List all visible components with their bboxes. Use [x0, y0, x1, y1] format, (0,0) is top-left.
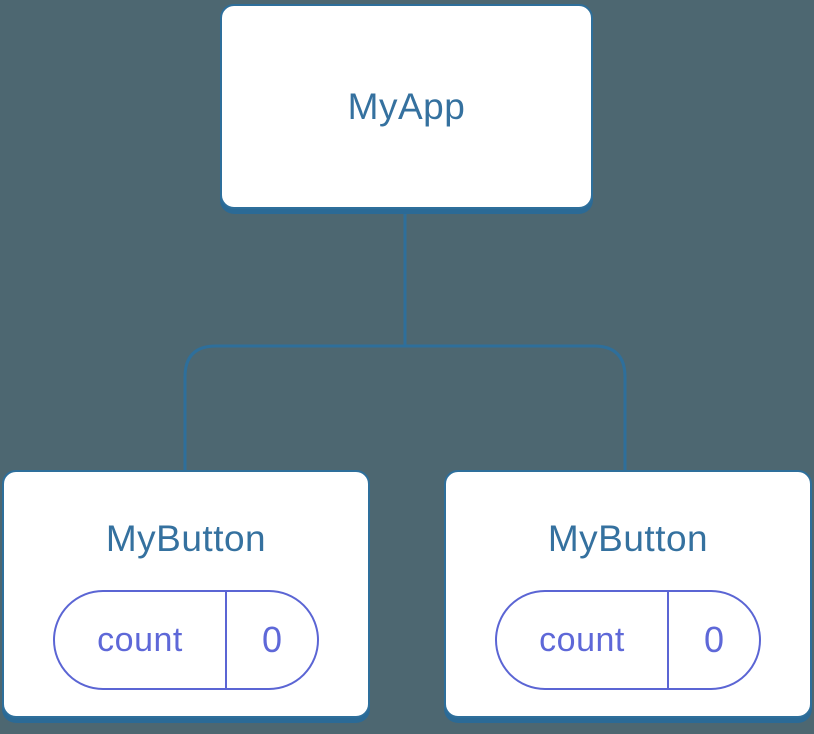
state-pill-child-1: count 0 — [53, 590, 319, 690]
component-label-child-2: MyButton — [547, 518, 709, 559]
state-value-cell: 0 — [669, 592, 759, 688]
component-title-row: MyButton — [446, 508, 810, 570]
state-key-label: count — [97, 620, 183, 659]
state-key-cell: count — [55, 592, 227, 688]
state-key-cell: count — [497, 592, 669, 688]
component-label-child-1: MyButton — [105, 518, 267, 559]
state-value-cell: 0 — [227, 592, 317, 688]
state-pill-child-2: count 0 — [495, 590, 761, 690]
connector-branch-bracket — [183, 344, 627, 473]
state-value-label: 0 — [261, 619, 283, 660]
component-node-child-1: MyButton count 0 — [2, 470, 370, 718]
component-title-row: MyButton — [4, 508, 368, 570]
component-node-child-2: MyButton count 0 — [444, 470, 812, 718]
state-key-label: count — [539, 620, 625, 659]
state-value-label: 0 — [703, 619, 725, 660]
component-node-root: MyApp — [220, 4, 593, 209]
component-label-root: MyApp — [347, 85, 466, 127]
